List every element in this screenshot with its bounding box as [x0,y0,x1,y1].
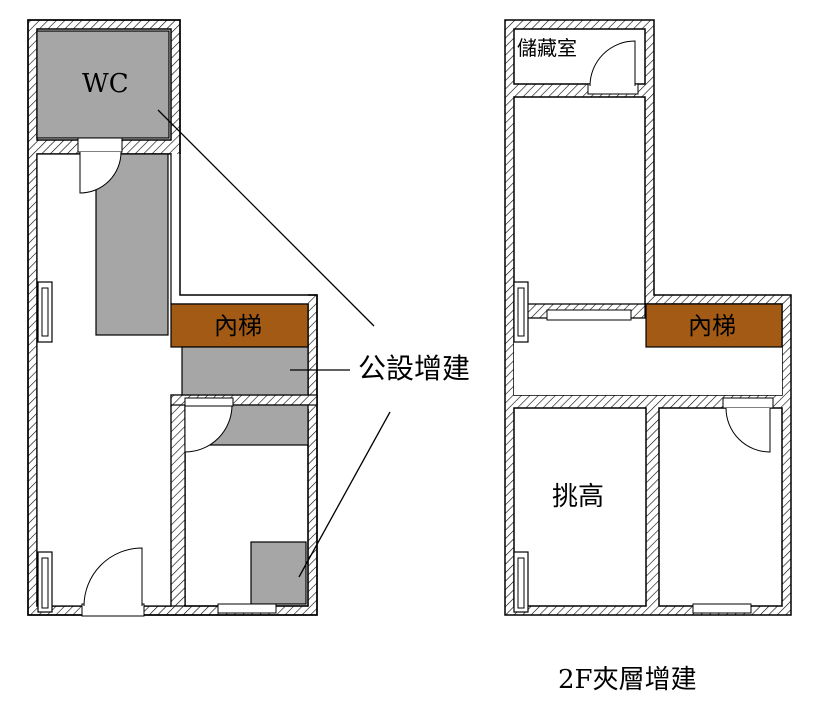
storage-label: 儲藏室 [517,36,577,60]
left-partition-wall [170,394,186,607]
small-room-addition [250,541,307,605]
right-floor-plan: 儲藏室 內梯 挑高 [504,19,792,616]
left-floor-plan: WC 內梯 [27,19,318,617]
window-right-lower-inner [517,557,525,609]
right-interior-window [546,309,632,321]
landing-addition [181,346,309,396]
leader-line-room [298,411,391,578]
stair-left [170,303,309,348]
window-left-upper-inner [41,287,49,337]
right-room-door-swing [725,407,771,453]
stair-right [645,303,783,348]
public-addition-label: 公設增建 [358,352,470,385]
window-bottom-right [692,603,752,614]
wc-addition [36,30,170,139]
lower-room-door-frame [184,397,234,407]
entrance-door-swing [83,547,143,607]
wc-door-frame [77,137,123,153]
leader-line-wc [157,109,375,327]
caption: 2F夾層增建 [558,665,697,695]
storage-door-swing [589,40,636,87]
stair-left-label: 內梯 [214,312,262,340]
left-outer-outline [27,19,318,616]
wc-label: WC [82,69,129,99]
lower-room-door-swing [184,404,233,453]
window-left-lower-inner [41,557,49,609]
window-bottom-left [217,603,277,614]
window-right-upper-inner [517,287,525,337]
stair-right-label: 內梯 [688,312,736,340]
right-room-door-frame [722,397,774,409]
wc-door-swing [79,151,122,194]
high-ceiling-label: 挑高 [552,482,604,512]
corridor-addition [95,153,169,336]
public-addition-annotation: 公設增建 [157,109,470,578]
